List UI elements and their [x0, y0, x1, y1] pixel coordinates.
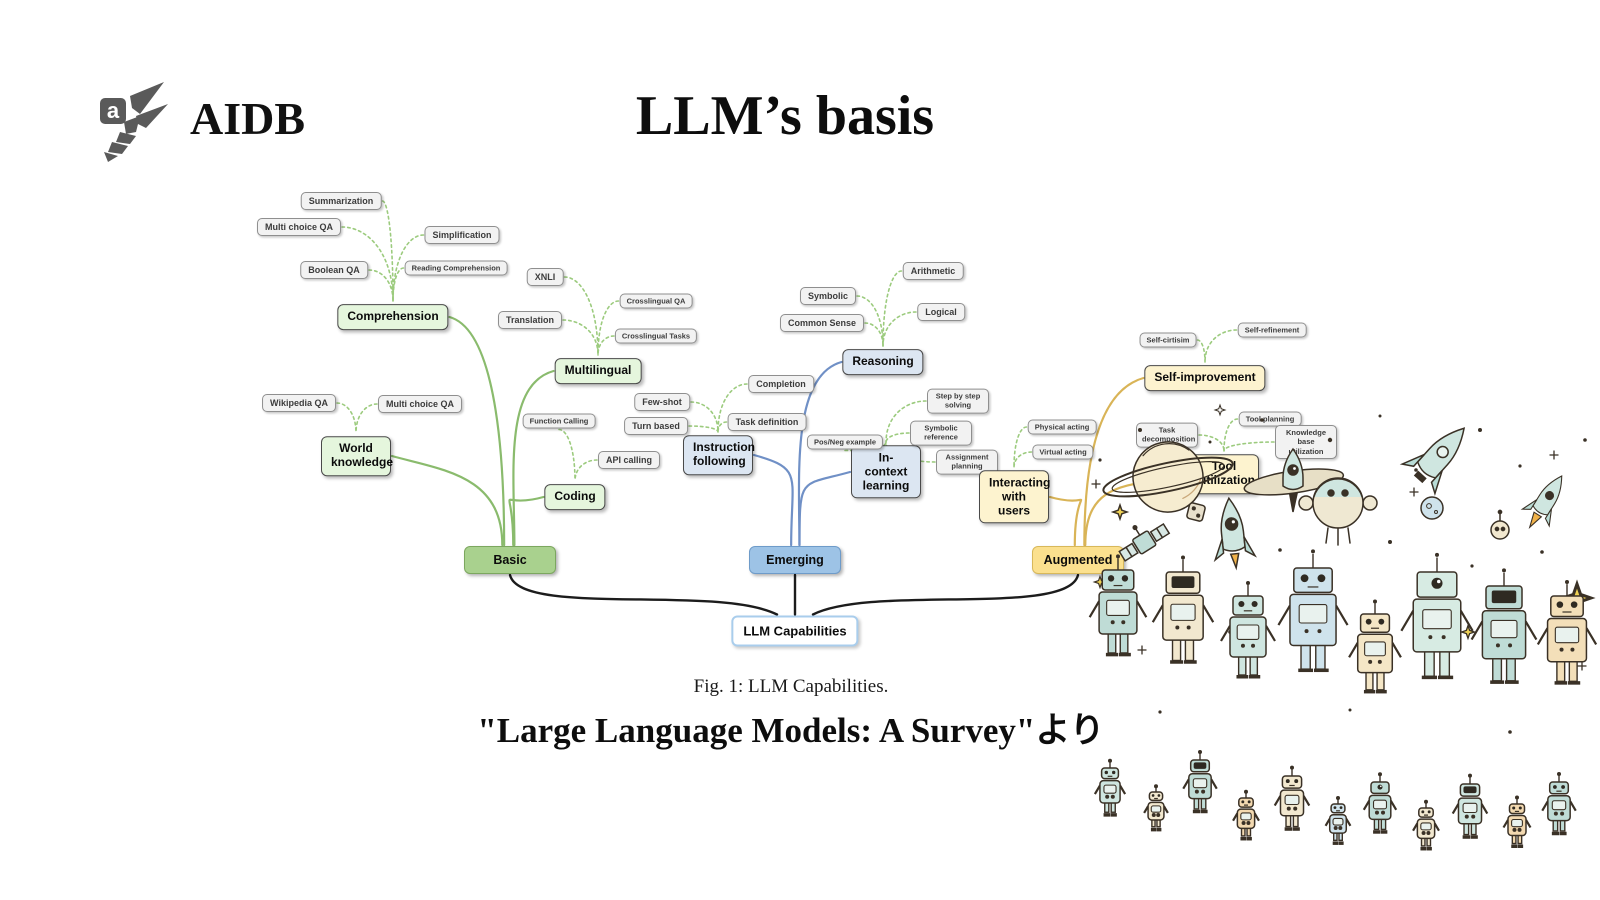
node-reasoning: Reasoning — [842, 349, 924, 375]
rocket-icon — [1213, 496, 1257, 571]
node-wikipedia-qa: Wikipedia QA — [262, 394, 336, 412]
node-pos-neg-example: Pos/Neg example — [806, 434, 884, 450]
node-symbolic: Symbolic — [799, 287, 857, 305]
node-self-improvement: Self-improvement — [1144, 365, 1266, 391]
node-arithmetic: Arithmetic — [902, 262, 964, 280]
svg-text:a: a — [107, 98, 120, 123]
node-comprehension: Comprehension — [337, 304, 449, 330]
node-tool-planning: Tool planning — [1238, 411, 1302, 427]
node-crosslingual-qa: Crosslingual QA — [619, 293, 693, 309]
sphere-bot-icon — [1298, 477, 1378, 546]
brand-text: AIDB — [190, 93, 306, 144]
rocket-icon-2 — [1399, 427, 1466, 497]
figure-caption: Fig. 1: LLM Capabilities. — [693, 676, 889, 697]
node-world-knowledge: World knowledge — [321, 436, 393, 476]
node-self-cirtisim: Self-cirtisim — [1139, 332, 1197, 348]
saturn-icon — [1102, 441, 1234, 513]
node-interacting-with-users: Interacting with users — [979, 470, 1050, 524]
satellite-icon — [1118, 522, 1171, 562]
node-summarization: Summarization — [300, 192, 382, 210]
node-simplification: Simplification — [424, 226, 500, 244]
node-instruction-following: Instruction following — [683, 435, 755, 475]
node-function-calling: Function Calling — [522, 413, 596, 429]
robots-illustration — [1088, 403, 1598, 851]
node-llm-capabilities: LLM Capabilities — [731, 615, 859, 647]
planet-icon — [1420, 496, 1444, 520]
node-few-shot: Few-shot — [634, 393, 690, 411]
ball-bot-icon — [1490, 509, 1510, 540]
node-augmented: Augmented — [1032, 546, 1124, 574]
node-multi-choice-qa-2: Multi choice QA — [377, 395, 463, 413]
node-logical: Logical — [917, 303, 965, 321]
node-coding: Coding — [544, 484, 606, 510]
dice-icon — [1186, 502, 1206, 522]
page-title: LLM’s basis — [635, 85, 935, 147]
node-reading-comprehension: Reading Comprehension — [404, 260, 508, 276]
node-api-calling: API calling — [597, 451, 661, 469]
node-multilingual: Multilingual — [554, 358, 642, 384]
node-xnli: XNLI — [526, 268, 564, 286]
node-step-by-step-solving: Step by step solving — [927, 388, 989, 414]
node-task-definition: Task definition — [727, 413, 807, 431]
node-self-refinement: Self-refinement — [1237, 322, 1307, 338]
node-symbolic-reference: Symbolic reference — [910, 420, 972, 446]
aidb-bee-icon: a — [100, 82, 168, 162]
node-in-context-learning: In-context learning — [851, 445, 921, 499]
node-boolean-qa: Boolean QA — [300, 261, 368, 279]
node-physical-acting: Physical acting — [1027, 419, 1097, 435]
rocket-icon-3 — [1520, 475, 1563, 529]
node-completion: Completion — [748, 375, 814, 393]
node-basic: Basic — [464, 546, 556, 574]
node-translation: Translation — [497, 311, 563, 329]
source-caption: "Large Language Models: A Survey"より — [477, 711, 1105, 750]
ringed-rocket-icon — [1243, 447, 1345, 513]
node-assignment-planning: Assignment planning — [936, 449, 998, 475]
node-multi-choice-qa: Multi choice QA — [256, 218, 342, 236]
node-crosslingual-tasks: Crosslingual Tasks — [614, 328, 698, 344]
node-virtual-acting: Virtual acting — [1032, 444, 1094, 460]
node-turn-based: Turn based — [624, 417, 688, 435]
node-knowledge-base-utilization: Knowledge base utilization — [1275, 424, 1337, 460]
node-emerging: Emerging — [749, 546, 841, 574]
node-common-sense: Common Sense — [779, 314, 865, 332]
